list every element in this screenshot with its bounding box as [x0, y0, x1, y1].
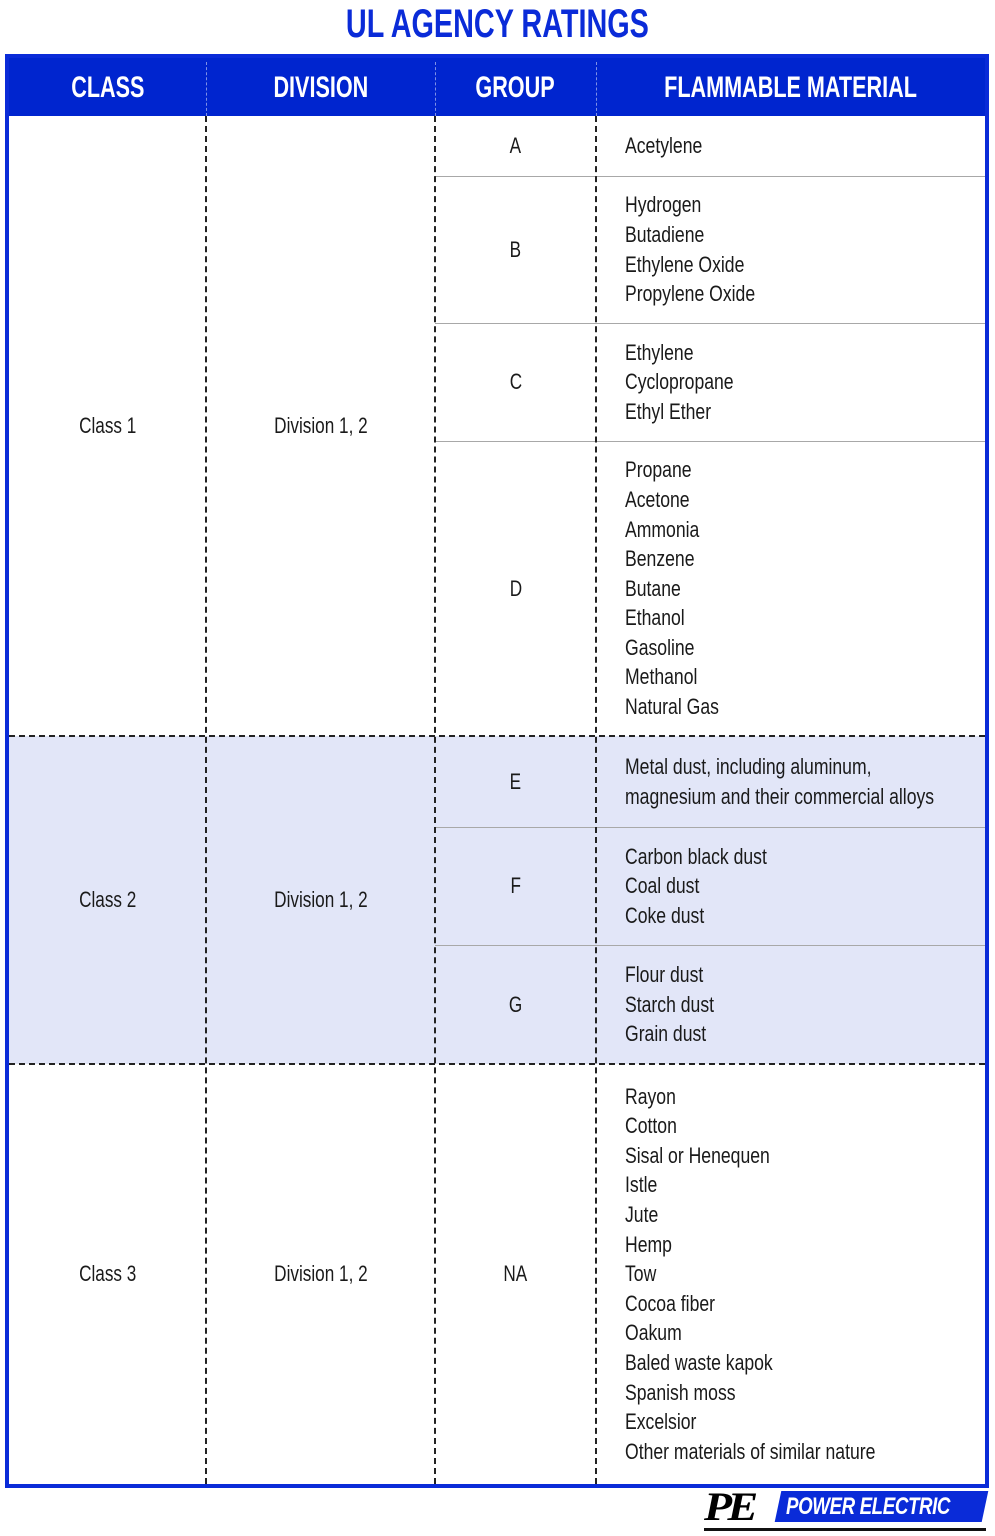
material-item: Cotton	[625, 1113, 677, 1139]
material-item: Ethyl Ether	[625, 398, 712, 424]
logo-underline	[704, 1528, 986, 1531]
group-cell: C	[509, 369, 522, 394]
table-header: CLASS DIVISION GROUP FLAMMABLE MATERIAL	[9, 58, 985, 116]
material-item: Butane	[625, 575, 681, 601]
material-item: Rayon	[625, 1083, 676, 1109]
material-item: Jute	[625, 1202, 659, 1228]
class-divider	[9, 735, 985, 737]
material-item: Cocoa fiber	[625, 1290, 716, 1316]
power-electric-logo: PE POWER ELECTRIC	[700, 1487, 990, 1536]
group-divider	[435, 176, 985, 177]
group-cell: NA	[503, 1261, 528, 1286]
class-cell: Class 1	[78, 413, 137, 438]
ratings-table: CLASS DIVISION GROUP FLAMMABLE MATERIAL …	[5, 54, 989, 1488]
class-cell: Class 2	[78, 887, 137, 912]
material-item: Baled waste kapok	[625, 1349, 773, 1375]
material-item: Hydrogen	[625, 192, 702, 218]
material-item: Other materials of similar nature	[625, 1438, 876, 1464]
group-divider	[435, 945, 985, 946]
material-list: Rayon Cotton Sisal or Henequen Istle Jut…	[625, 1064, 938, 1484]
header-material: FLAMMABLE MATERIAL	[664, 71, 917, 104]
division-cell: Division 1, 2	[273, 887, 368, 912]
group-divider	[435, 827, 985, 828]
group-cell: E	[509, 768, 522, 794]
group-cell: F	[510, 873, 521, 898]
material-item: Istle	[625, 1172, 658, 1198]
class-cell: Class 3	[78, 1261, 137, 1286]
material-item: Ethylene Oxide	[625, 251, 745, 277]
column-divider	[205, 116, 207, 1484]
material-list: Carbon black dust Coal dust Coke dust	[625, 827, 802, 945]
material-item: Metal dust, including aluminum,	[625, 753, 872, 779]
material-list: Flour dust Starch dust Grain dust	[625, 945, 736, 1064]
header-group: GROUP	[475, 71, 556, 104]
group-cell: G	[508, 991, 523, 1017]
group-cell: A	[509, 133, 522, 158]
material-item: Hemp	[625, 1231, 672, 1257]
material-item: Acetylene	[625, 133, 703, 159]
material-item: Propylene Oxide	[625, 281, 756, 307]
material-item: magnesium and their commercial alloys	[625, 783, 935, 809]
logo-wordmark: POWER ELECTRIC	[786, 1493, 951, 1520]
material-item: Sisal or Henequen	[625, 1142, 770, 1168]
group-cell: B	[509, 236, 522, 262]
material-item: Coke dust	[625, 902, 705, 928]
group-cell: D	[509, 575, 522, 601]
material-list: Propane Acetone Ammonia Benzene Butane E…	[625, 441, 742, 736]
material-item: Grain dust	[625, 1021, 707, 1047]
header-class: CLASS	[70, 71, 145, 104]
class-divider	[9, 1063, 985, 1065]
material-item: Excelsior	[625, 1409, 697, 1435]
material-list: Hydrogen Butadiene Ethylene Oxide Propyl…	[625, 176, 788, 323]
material-item: Natural Gas	[625, 694, 719, 720]
group-divider	[435, 323, 985, 324]
material-item: Coal dust	[625, 873, 700, 899]
class-2-band	[9, 736, 985, 1064]
group-divider	[435, 441, 985, 442]
material-item: Cyclopropane	[625, 369, 734, 395]
material-item: Butadiene	[625, 221, 705, 247]
material-item: Spanish moss	[625, 1379, 736, 1405]
material-item: Propane	[625, 457, 692, 483]
material-item: Benzene	[625, 546, 695, 572]
column-divider	[434, 116, 436, 1484]
division-cell: Division 1, 2	[273, 1261, 368, 1286]
material-item: Gasoline	[625, 634, 695, 660]
header-divider	[596, 62, 597, 116]
material-item: Starch dust	[625, 991, 715, 1017]
division-cell: Division 1, 2	[273, 413, 368, 438]
page-title: UL AGENCY RATINGS	[346, 2, 649, 46]
material-item: Acetone	[625, 486, 690, 512]
header-divider	[435, 62, 436, 116]
material-item: Flour dust	[625, 962, 704, 988]
material-list: Acetylene	[625, 116, 722, 176]
logo-mark: PE	[704, 1484, 758, 1529]
header-divider	[206, 62, 207, 116]
column-divider	[595, 116, 597, 1484]
material-item: Ammonia	[625, 516, 700, 542]
material-item: Ethylene	[625, 339, 694, 365]
material-item: Ethanol	[625, 605, 685, 631]
material-list: Metal dust, including aluminum, magnesiu…	[625, 736, 995, 827]
material-item: Tow	[625, 1261, 657, 1287]
material-item: Carbon black dust	[625, 843, 767, 869]
material-item: Methanol	[625, 664, 698, 690]
material-item: Oakum	[625, 1320, 682, 1346]
material-list: Ethylene Cyclopropane Ethyl Ether	[625, 323, 761, 441]
header-division: DIVISION	[273, 71, 368, 104]
